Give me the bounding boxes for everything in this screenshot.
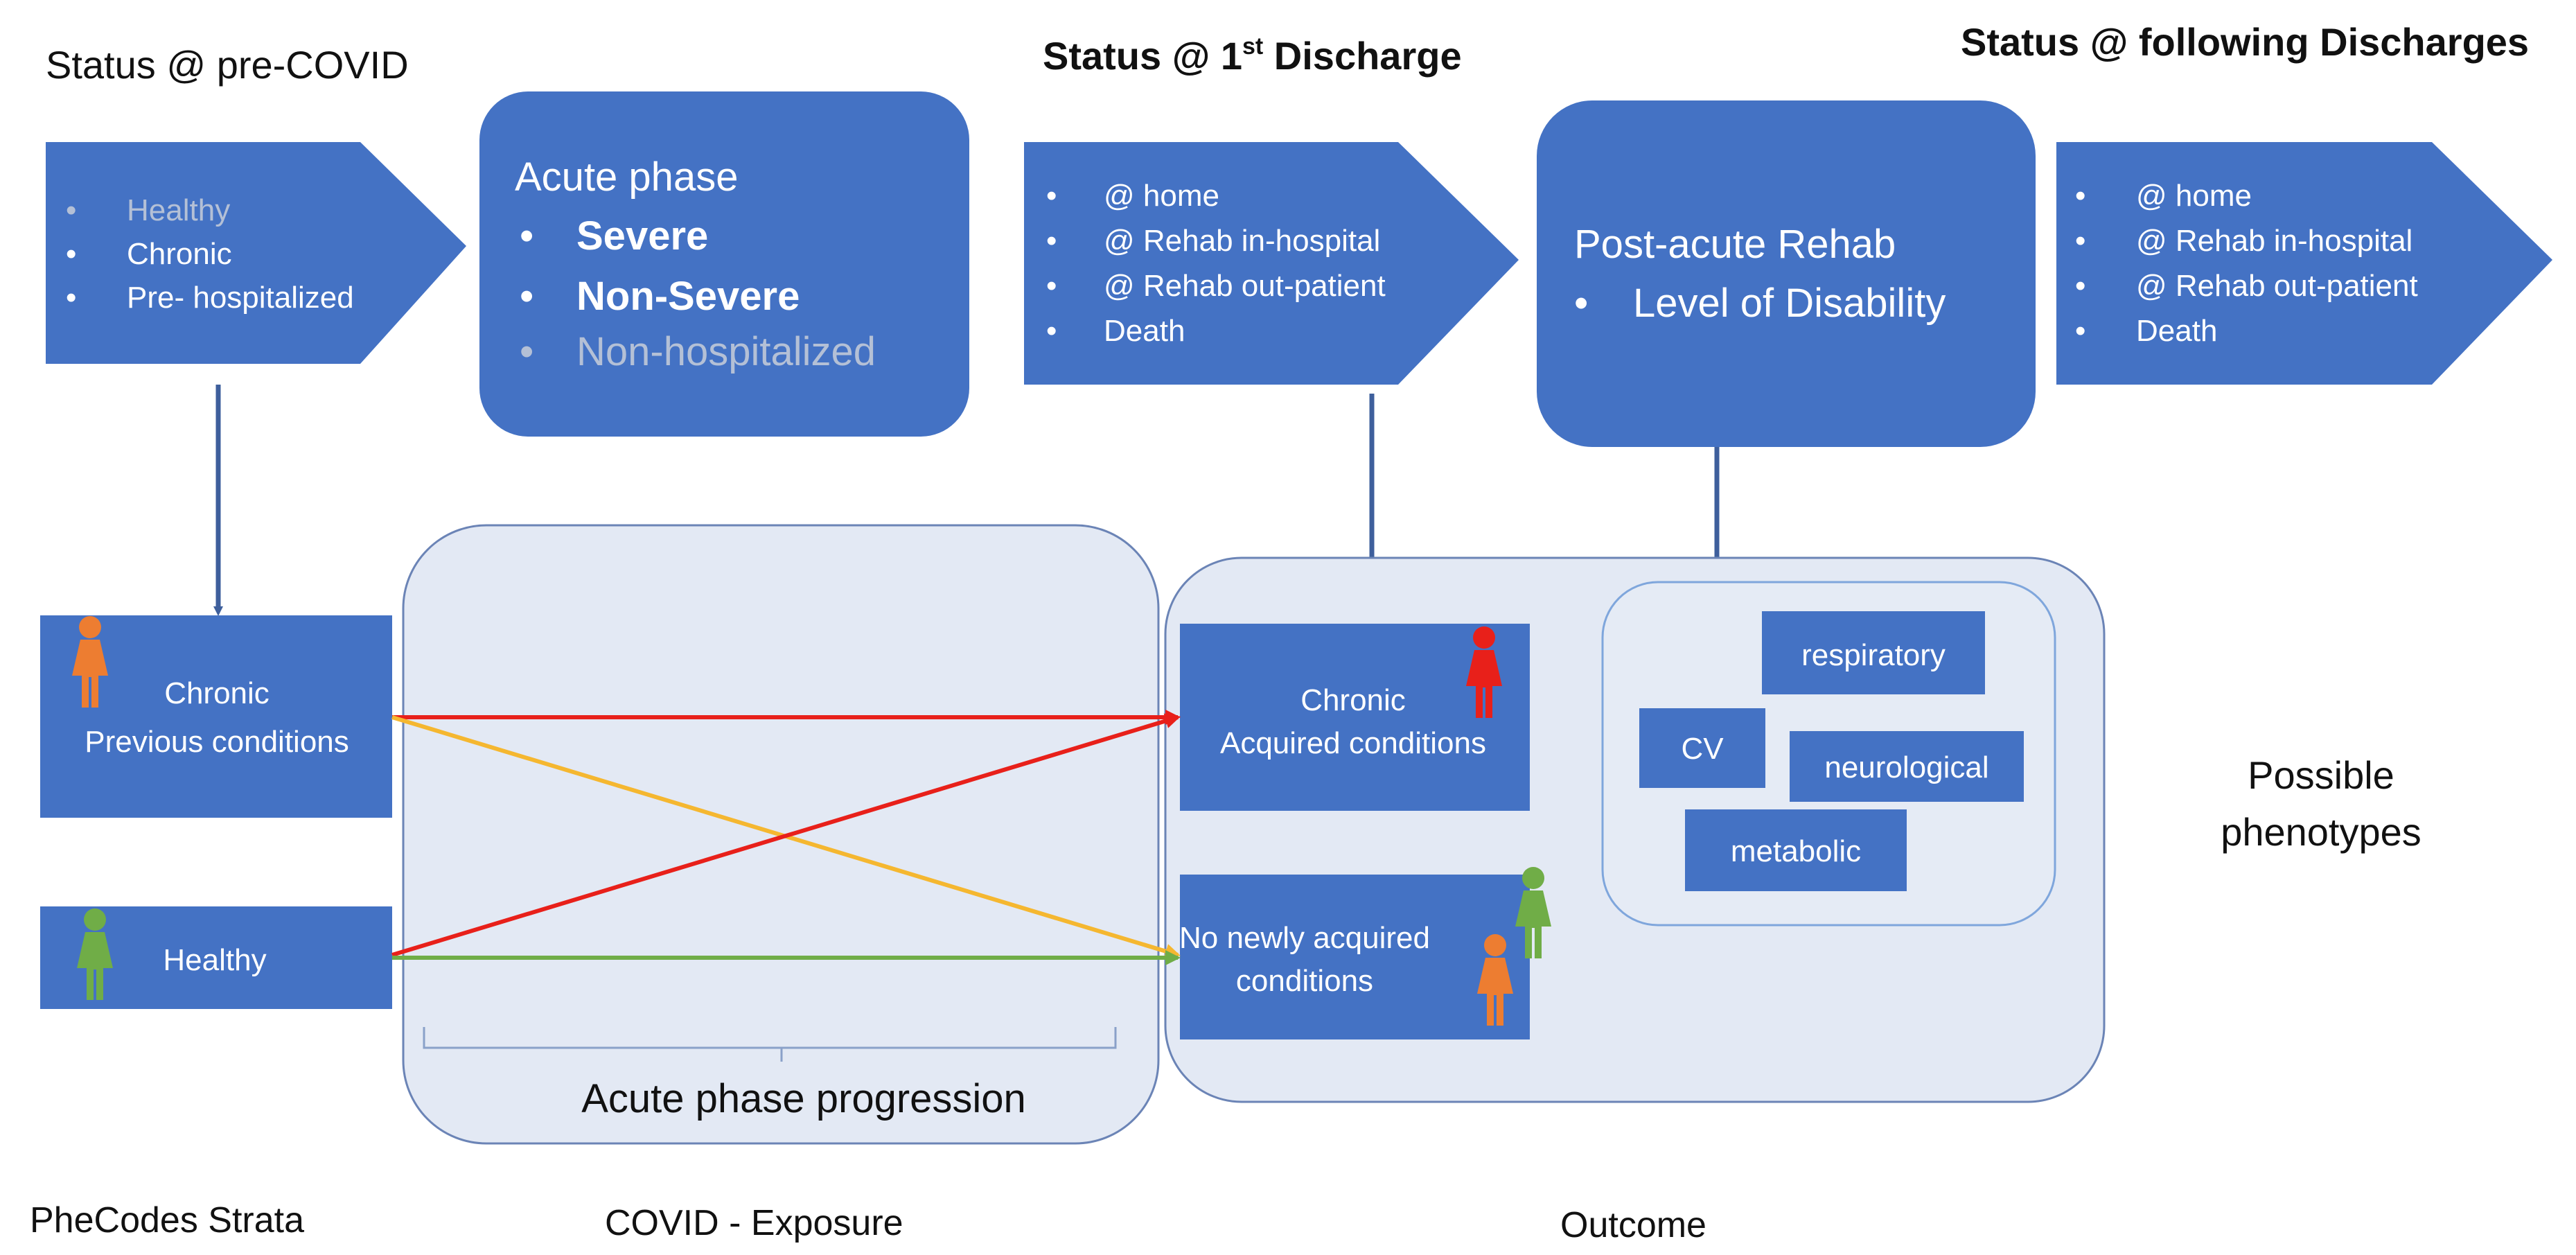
first-discharge-item: @ Rehab in-hospital xyxy=(1104,224,1380,258)
svg-text:CV: CV xyxy=(1681,732,1724,766)
post-acute-title: Post-acute Rehab xyxy=(1574,222,1896,267)
chronic-acquired-line: Chronic xyxy=(1300,683,1406,717)
chronic-stratum-line: Previous conditions xyxy=(85,725,349,759)
pre-covid-item-list: • Healthy • Chronic • Pre- hospitalized xyxy=(66,193,354,315)
svg-text:•: • xyxy=(2075,179,2085,213)
chronic-stratum-line: Chronic xyxy=(164,676,270,710)
acute-phase-item: Non-hospitalized xyxy=(576,329,876,374)
footer-strata-label: PheCodes Strata xyxy=(30,1200,304,1240)
following-discharge-item: @ Rehab out-patient xyxy=(2136,269,2418,303)
pre-covid-item: Healthy xyxy=(127,193,230,227)
following-discharge-item: @ Rehab in-hospital xyxy=(2136,224,2412,258)
phenotype-neurological: neurological xyxy=(1790,731,2024,802)
first-discharge-status-box: • @ home • @ Rehab in-hospital • @ Rehab… xyxy=(1024,142,1519,385)
no-new-conditions-outcome-box: No newly acquired conditions xyxy=(1179,867,1551,1039)
transition-healthy-to-chronic xyxy=(391,713,1181,957)
following-discharge-item: @ home xyxy=(2136,179,2252,213)
no-new-conditions-line: No newly acquired xyxy=(1179,921,1430,955)
pre-covid-item: Chronic xyxy=(127,237,232,271)
footer-outcome-label: Outcome xyxy=(1560,1205,1706,1245)
acute-phase-item: Severe xyxy=(576,213,708,258)
pre-covid-status-box: • Healthy • Chronic • Pre- hospitalized xyxy=(46,142,466,364)
possible-phenotypes-label: phenotypes xyxy=(2221,810,2421,854)
svg-text:•: • xyxy=(1574,281,1588,326)
svg-text:•: • xyxy=(520,274,533,319)
possible-phenotypes-label: Possible xyxy=(2248,753,2394,797)
svg-text:•: • xyxy=(1046,269,1057,303)
phenotype-metabolic: metabolic xyxy=(1685,809,1907,891)
svg-text:•: • xyxy=(520,213,533,258)
no-new-conditions-line: conditions xyxy=(1236,964,1373,998)
header-first-discharge: Status @ 1st Discharge xyxy=(1043,33,1462,78)
svg-text:•: • xyxy=(66,237,76,271)
acute-phase-progression-label: Acute phase progression xyxy=(581,1076,1026,1121)
progression-bracket xyxy=(423,1027,1117,1062)
svg-text:•: • xyxy=(66,281,76,315)
svg-text:•: • xyxy=(2075,224,2085,258)
svg-text:metabolic: metabolic xyxy=(1731,834,1861,868)
svg-text:•: • xyxy=(520,329,533,374)
chronic-acquired-line: Acquired conditions xyxy=(1220,726,1486,760)
phenotype-cv: CV xyxy=(1639,708,1765,788)
header-following-discharges: Status @ following Discharges xyxy=(1961,20,2529,64)
following-discharge-item: Death xyxy=(2136,314,2217,348)
healthy-stratum-label: Healthy xyxy=(163,943,266,977)
svg-text:respiratory: respiratory xyxy=(1801,638,1946,672)
acute-phase-box: Acute phase • Severe • Non-Severe • Non-… xyxy=(479,91,969,437)
svg-text:•: • xyxy=(1046,179,1057,213)
svg-text:•: • xyxy=(1046,224,1057,258)
first-discharge-item: Death xyxy=(1104,314,1185,348)
first-discharge-item: @ Rehab out-patient xyxy=(1104,269,1386,303)
first-discharge-item: @ home xyxy=(1104,179,1219,213)
footer-exposure-label: COVID - Exposure xyxy=(605,1203,903,1243)
svg-text:neurological: neurological xyxy=(1824,751,1988,784)
pre-covid-item: Pre- hospitalized xyxy=(127,281,354,315)
phenotype-respiratory: respiratory xyxy=(1762,611,1985,694)
header-pre-covid: Status @ pre-COVID xyxy=(46,43,409,87)
post-acute-rehab-box: Post-acute Rehab • Level of Disability xyxy=(1537,100,2036,447)
chronic-acquired-outcome-box: Chronic Acquired conditions xyxy=(1180,624,1530,811)
acute-phase-item: Non-Severe xyxy=(576,274,800,319)
svg-text:•: • xyxy=(1046,314,1057,348)
acute-phase-title: Acute phase xyxy=(515,155,738,200)
svg-text:•: • xyxy=(66,193,76,227)
chronic-stratum-box: Chronic Previous conditions xyxy=(40,615,392,818)
healthy-stratum-box: Healthy xyxy=(40,906,392,1009)
svg-text:•: • xyxy=(2075,269,2085,303)
post-acute-item: Level of Disability xyxy=(1633,281,1946,326)
following-discharge-status-box: • @ home • @ Rehab in-hospital • @ Rehab… xyxy=(2056,142,2552,385)
svg-text:•: • xyxy=(2075,314,2085,348)
